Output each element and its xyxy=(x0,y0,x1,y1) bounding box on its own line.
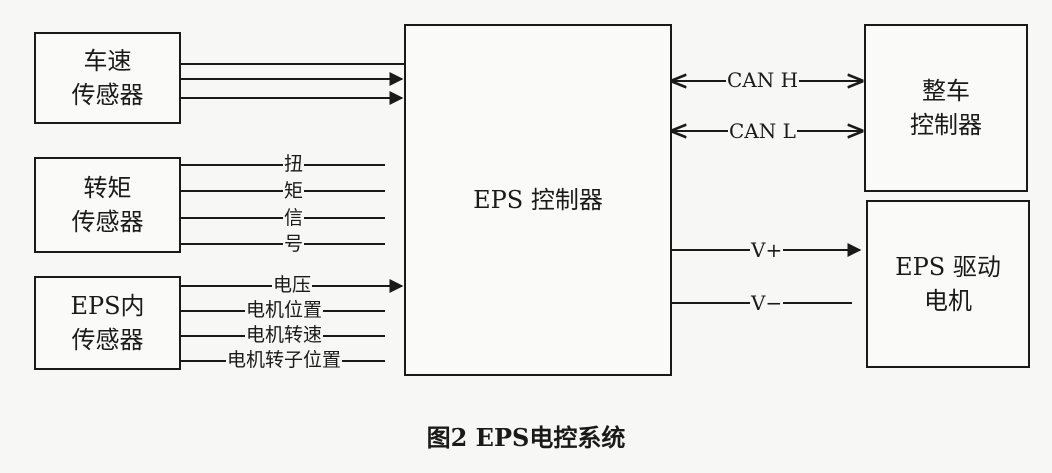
can-h-label: CAN H xyxy=(726,68,800,92)
motor-speed-signal-label: 电机转速 xyxy=(245,324,324,346)
vehicle-controller-label-2: 控制器 xyxy=(910,111,982,139)
torque-signal-label-2: 矩 xyxy=(283,180,305,202)
eps-controller-label: EPS 控制器 xyxy=(473,186,603,214)
rotor-position-signal-label: 电机转子位置 xyxy=(226,349,343,371)
eps-internal-sensor-label-2: 传感器 xyxy=(71,326,144,354)
speed-sensor-label-2: 传感器 xyxy=(71,81,144,109)
voltage-signal-label: 电压 xyxy=(272,274,313,296)
motor-position-signal-label: 电机位置 xyxy=(245,299,324,321)
can-l-label: CAN L xyxy=(728,119,797,143)
torque-sensor-label-2: 传感器 xyxy=(71,208,144,236)
speed-sensor-label-1: 车速 xyxy=(83,47,132,75)
v-plus-label: V+ xyxy=(750,238,784,262)
v-minus-label: V− xyxy=(750,291,784,315)
torque-signal-label-4: 号 xyxy=(283,233,305,255)
torque-sensor-label-1: 转矩 xyxy=(83,174,132,202)
vehicle-controller-label-1: 整车 xyxy=(922,77,970,105)
eps-internal-sensor-label-1: EPS内 xyxy=(70,292,145,320)
eps-motor-box: EPS 驱动 电机 xyxy=(866,200,1030,368)
torque-signal-label-1: 扭 xyxy=(283,153,305,175)
eps-internal-sensor-box: EPS内 传感器 xyxy=(34,276,181,370)
eps-controller-box: EPS 控制器 xyxy=(404,24,672,376)
eps-motor-label-1: EPS 驱动 xyxy=(895,253,1001,281)
torque-signal-label-3: 信 xyxy=(283,207,305,229)
eps-motor-label-2: 电机 xyxy=(924,287,972,315)
vehicle-controller-box: 整车 控制器 xyxy=(864,24,1028,192)
torque-sensor-box: 转矩 传感器 xyxy=(34,157,181,253)
figure-caption: 图2 EPS电控系统 xyxy=(426,423,626,452)
speed-sensor-box: 车速 传感器 xyxy=(34,32,181,124)
